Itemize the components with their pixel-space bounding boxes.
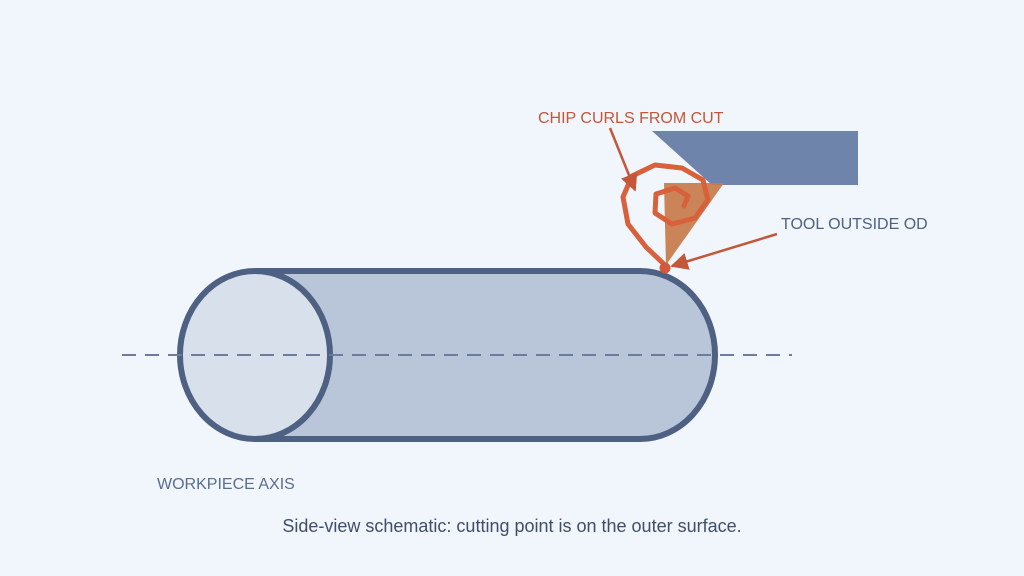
chip-curl xyxy=(620,162,711,269)
tool-insert xyxy=(664,183,724,265)
tool-holder xyxy=(652,131,858,185)
workpiece-body xyxy=(252,268,718,442)
tool-outside-od-label: TOOL OUTSIDE OD xyxy=(781,216,928,233)
tool-callout-arrow xyxy=(670,232,778,270)
chip-callout-arrow xyxy=(608,127,638,192)
chip-curls-label: CHIP CURLS FROM CUT xyxy=(538,110,724,127)
contact-point xyxy=(659,262,671,274)
workpiece-axis-label: WORKPIECE AXIS xyxy=(157,476,295,493)
diagram-caption: Side-view schematic: cutting point is on… xyxy=(282,516,742,536)
